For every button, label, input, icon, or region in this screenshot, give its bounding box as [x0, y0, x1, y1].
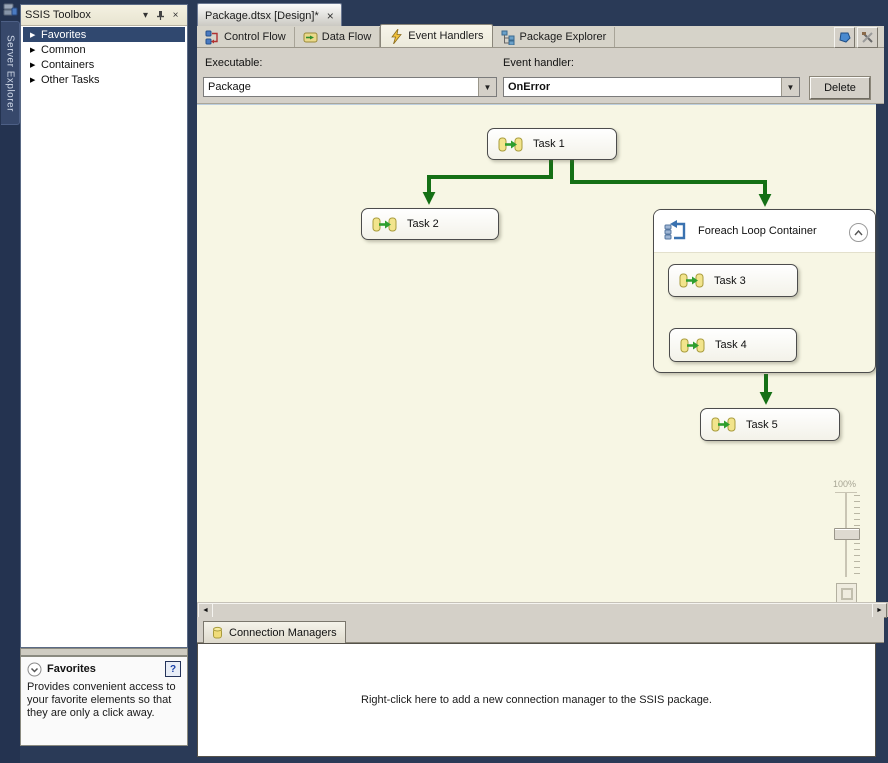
- close-icon[interactable]: ×: [172, 9, 179, 21]
- task-label: Task 2: [407, 218, 439, 230]
- toolbox-item-common[interactable]: ▶ Common: [23, 42, 185, 57]
- expand-arrow-icon: ▶: [30, 61, 36, 69]
- connection-managers-tab[interactable]: Connection Managers: [203, 621, 346, 643]
- task-icon: [679, 273, 704, 288]
- dropdown-arrow-icon[interactable]: ▼: [781, 78, 799, 96]
- foreach-loop-container[interactable]: Foreach Loop Container Task 3: [653, 209, 876, 373]
- connection-managers-empty-text: Right-click here to add a new connection…: [361, 694, 712, 706]
- connection-manager-icon: [213, 626, 222, 638]
- toolbox-item-other-tasks[interactable]: ▶ Other Tasks: [23, 72, 185, 87]
- connector-task1-foreach[interactable]: [570, 160, 772, 207]
- scrollbar-thumb[interactable]: [212, 603, 873, 618]
- tab-label: Event Handlers: [408, 30, 484, 42]
- delete-button[interactable]: Delete: [810, 77, 870, 99]
- toolbox-item-label: Favorites: [41, 28, 87, 41]
- toolbox-item-label: Common: [41, 43, 86, 56]
- favorites-panel-description: Provides convenient access to your favor…: [27, 681, 176, 719]
- document-tab-label: Package.dtsx [Design]*: [205, 9, 319, 22]
- task-icon: [498, 137, 523, 151]
- toolbox-list: ▶ Favorites ▶ Common ▶ Containers ▶ Othe…: [21, 27, 187, 87]
- expand-arrow-icon: ▶: [30, 76, 36, 84]
- tab-control-flow[interactable]: Control Flow: [197, 27, 295, 47]
- task-node-2[interactable]: Task 2: [361, 208, 499, 240]
- container-label: Foreach Loop Container: [698, 225, 817, 237]
- scroll-left-icon[interactable]: ◄: [198, 603, 213, 618]
- task-node-1[interactable]: Task 1: [487, 128, 617, 160]
- help-icon[interactable]: ?: [165, 661, 181, 677]
- event-handlers-icon: [391, 28, 403, 44]
- horizontal-scrollbar[interactable]: ◄ ►: [197, 602, 888, 618]
- variables-button[interactable]: [834, 27, 855, 48]
- task-label: Task 1: [533, 138, 565, 150]
- toolbox-tools-button[interactable]: [857, 27, 878, 48]
- toolbox-item-favorites[interactable]: ▶ Favorites: [23, 27, 185, 42]
- server-explorer-icon: [3, 3, 18, 16]
- executable-combobox[interactable]: Package ▼: [203, 77, 497, 97]
- task-node-5[interactable]: Task 5: [700, 408, 840, 441]
- tab-data-flow[interactable]: Data Flow: [295, 27, 381, 47]
- pin-icon[interactable]: [153, 8, 168, 23]
- expand-arrow-icon: ▶: [30, 31, 36, 39]
- connector-task1-task2[interactable]: [422, 160, 553, 205]
- control-flow-icon: [205, 30, 218, 44]
- task-node-4[interactable]: Task 4: [669, 328, 797, 362]
- connection-managers-tab-label: Connection Managers: [229, 626, 337, 639]
- tab-label: Data Flow: [321, 31, 372, 43]
- zoom-widget: 100%: [831, 479, 867, 604]
- event-handler-combobox[interactable]: OnError ▼: [503, 77, 800, 97]
- design-canvas[interactable]: Task 1 Task 2 Foreach Lo: [197, 104, 876, 604]
- executable-value: Package: [208, 81, 251, 93]
- package-explorer-icon: [501, 30, 514, 45]
- event-handler-value: OnError: [508, 81, 551, 93]
- dropdown-arrow-icon[interactable]: ▼: [478, 78, 496, 96]
- task-icon: [372, 217, 397, 231]
- zoom-slider-handle[interactable]: [834, 528, 860, 540]
- ssis-toolbox-panel: SSIS Toolbox ▾ × ▶ Favorites ▶ Common ▶ …: [20, 4, 188, 648]
- delete-button-label: Delete: [824, 82, 856, 94]
- connection-managers-tabstrip: Connection Managers: [197, 617, 884, 643]
- collapse-chevron-icon[interactable]: [849, 223, 868, 242]
- toolbox-item-containers[interactable]: ▶ Containers: [23, 57, 185, 72]
- tools-icon: [862, 32, 873, 43]
- scroll-right-icon[interactable]: ►: [872, 603, 887, 618]
- toolbox-titlebar: SSIS Toolbox ▾ ×: [21, 5, 187, 26]
- designer-tab-strip: Control Flow Data Flow Event Handlers: [197, 24, 884, 48]
- toolbox-item-label: Other Tasks: [41, 73, 100, 86]
- tab-label: Package Explorer: [519, 31, 607, 43]
- data-flow-icon: [303, 32, 318, 42]
- connection-managers-area[interactable]: Right-click here to add a new connection…: [197, 643, 876, 757]
- toolbox-item-label: Containers: [41, 58, 95, 71]
- event-handler-toolbar: Executable: Event handler: Package ▼ OnE…: [197, 48, 884, 104]
- task-label: Task 5: [746, 418, 778, 431]
- favorites-info-panel: Favorites ? Provides convenient access t…: [20, 656, 188, 746]
- document-tab[interactable]: Package.dtsx [Design]* ×: [197, 3, 342, 27]
- event-handler-label: Event handler:: [503, 57, 574, 69]
- close-icon[interactable]: ×: [326, 8, 334, 23]
- variables-icon: [839, 32, 851, 43]
- window-menu-icon[interactable]: ▾: [142, 9, 149, 21]
- tab-label: Control Flow: [224, 31, 286, 43]
- executable-label: Executable:: [205, 57, 263, 69]
- toolbox-title: SSIS Toolbox: [25, 9, 91, 21]
- tab-package-explorer[interactable]: Package Explorer: [493, 27, 616, 47]
- task-label: Task 4: [715, 339, 747, 351]
- task-node-3[interactable]: Task 3: [668, 264, 798, 297]
- task-label: Task 3: [714, 274, 746, 287]
- foreach-loop-icon: [664, 220, 686, 240]
- zoom-track-cap: [835, 492, 857, 493]
- server-explorer-tab-label: Server Explorer: [4, 34, 16, 112]
- tab-event-handlers[interactable]: Event Handlers: [380, 24, 493, 47]
- panel-splitter[interactable]: [20, 648, 188, 656]
- fit-icon: [840, 587, 853, 600]
- favorites-panel-title: Favorites: [47, 663, 96, 675]
- expand-arrow-icon: ▶: [30, 46, 36, 54]
- task-icon: [680, 338, 705, 352]
- zoom-fit-button[interactable]: [836, 583, 857, 604]
- left-dock-strip: Server Explorer: [0, 0, 20, 763]
- chevron-down-circle-icon[interactable]: [27, 662, 42, 677]
- server-explorer-tab[interactable]: Server Explorer: [1, 21, 20, 125]
- task-icon: [711, 417, 736, 432]
- foreach-container-header[interactable]: Foreach Loop Container: [654, 210, 875, 253]
- zoom-level-label: 100%: [833, 479, 857, 489]
